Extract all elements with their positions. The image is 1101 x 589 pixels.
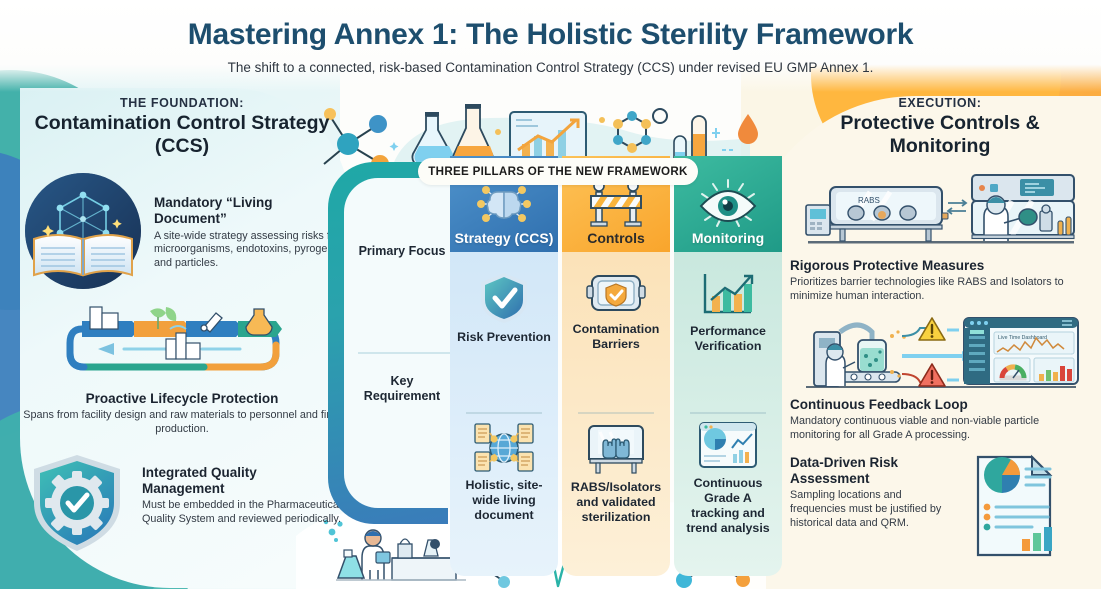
pillar-controls-body: Contamination Barriers — [562, 252, 670, 576]
water-drop-icon — [738, 114, 758, 144]
rabs-label: RABS — [858, 196, 880, 205]
left-column-heading: Contamination Control Strategy (CCS) — [34, 112, 330, 157]
header: Mastering Annex 1: The Holistic Sterilit… — [0, 0, 1101, 92]
right-item-1: RABS — [790, 165, 1090, 304]
row-label-key-requirement: Key Requirement — [363, 374, 441, 403]
left-column: THE FOUNDATION: Contamination Control St… — [22, 96, 342, 555]
pillar-monitoring-divider — [690, 412, 766, 414]
warning-triangle-yellow — [918, 317, 946, 341]
pillar-strategy-primary-focus: Risk Prevention — [456, 270, 552, 410]
pillar-controls-primary-focus: Contamination Barriers — [568, 270, 664, 410]
pillar-monitoring-key-requirement: Continuous Grade A tracking and trend an… — [680, 420, 776, 560]
globe-documents-icon — [474, 423, 534, 472]
pillar-monitoring-key-requirement-label: Continuous Grade A tracking and trend an… — [686, 476, 770, 535]
pillars-grid: Strategy (CCS) Risk Prevention — [450, 156, 782, 576]
left-item-2: Proactive Lifecycle Protection Spans fro… — [22, 303, 342, 437]
left-item-1-title: Mandatory “Living Document” — [154, 195, 273, 227]
pillar-strategy[interactable]: Strategy (CCS) Risk Prevention — [450, 156, 558, 576]
right-item-3: Data-Driven Risk Assessment Sampling loc… — [790, 453, 1090, 559]
barrier-icon — [590, 180, 642, 227]
rabs-isolator-icon: RABS — [796, 165, 1090, 255]
warning-triangle-red — [918, 363, 946, 387]
left-item-1-body: A site-wide strategy assessing risks for… — [154, 229, 342, 270]
pillar-controls-key-requirement-label: RABS/Isolators and validated sterilizati… — [570, 480, 662, 524]
pillar-strategy-body: Risk Prevention — [450, 252, 558, 576]
pillars-banner-label: THREE PILLARS OF THE NEW FRAMEWORK — [428, 165, 688, 178]
right-item-3-body: Sampling locations and frequencies must … — [790, 489, 942, 529]
brain-network-icon — [477, 186, 531, 222]
right-item-3-title: Data-Driven Risk Assessment — [790, 454, 899, 487]
report-pie-chart-icon — [968, 453, 1060, 559]
bar-chart-trend-icon — [703, 274, 754, 314]
dashboard-label: Live Time Dashboard — [998, 335, 1047, 341]
center-pillars-section: Primary Focus Key Requirement THREE PILL… — [318, 96, 788, 589]
pillar-strategy-key-requirement-label: Holistic, site-wide living document — [465, 478, 543, 522]
pillar-monitoring-name: Monitoring — [691, 230, 765, 246]
pillar-strategy-primary-focus-label: Risk Prevention — [457, 330, 551, 344]
pillars-row-labels: Primary Focus Key Requirement — [354, 192, 450, 498]
open-book-network-icon — [22, 171, 144, 291]
row-label-primary-focus: Primary Focus — [358, 244, 446, 258]
dashboard-analytics-icon — [699, 422, 757, 468]
right-column-heading: Protective Controls & Monitoring — [840, 112, 1040, 157]
right-column-kicker: EXECUTION: — [898, 96, 982, 110]
pillar-strategy-divider — [466, 412, 542, 414]
pillar-monitoring-body: Performance Verification — [674, 252, 782, 576]
shield-gear-check-icon — [22, 451, 132, 555]
eye-icon — [699, 179, 757, 227]
scientist-lab-bench-icon — [323, 519, 466, 581]
right-item-2-title: Continuous Feedback Loop — [790, 397, 968, 413]
glovebox-hands-icon — [588, 425, 644, 474]
left-item-3-body: Must be embedded in the Pharmaceutical Q… — [142, 499, 342, 526]
pillar-controls[interactable]: Controls Contamination Barriers — [562, 156, 670, 576]
hexagon-molecule-icon — [613, 108, 668, 153]
isolator-shield-icon — [586, 275, 646, 311]
pillar-controls-name: Controls — [587, 230, 645, 246]
pillar-strategy-key-requirement: Holistic, site-wide living document — [456, 420, 552, 560]
left-item-2-title: Proactive Lifecycle Protection — [85, 391, 279, 407]
left-item-3-title: Integrated Quality Management — [142, 465, 257, 497]
pillar-controls-key-requirement: RABS/Isolators and validated sterilizati… — [568, 420, 664, 560]
feedback-loop-dashboard-icon: Live Time Dashboard — [796, 312, 1090, 394]
pillar-controls-primary-focus-label: Contamination Barriers — [572, 322, 660, 351]
right-item-1-title: Rigorous Protective Measures — [790, 258, 985, 274]
left-item-2-body: Spans from facility design and raw mater… — [23, 409, 341, 436]
left-item-3: Integrated Quality Management Must be em… — [22, 451, 342, 555]
page-subtitle: The shift to a connected, risk-based Con… — [227, 60, 874, 75]
pillar-strategy-name: Strategy (CCS) — [454, 230, 554, 246]
shield-check-icon — [481, 273, 527, 323]
growth-chart-icon — [509, 111, 587, 167]
right-column: EXECUTION: Protective Controls & Monitor… — [790, 96, 1090, 559]
page-title: Mastering Annex 1: The Holistic Sterilit… — [187, 18, 914, 51]
pillar-monitoring-primary-focus-label: Performance Verification — [690, 324, 766, 353]
pillar-monitoring-primary-focus: Performance Verification — [680, 270, 776, 410]
pillars-bracket-inner — [344, 178, 464, 508]
pillars-banner: THREE PILLARS OF THE NEW FRAMEWORK — [418, 158, 698, 185]
right-item-2-body: Mandatory continuous viable and non-viab… — [790, 415, 1040, 442]
pillar-monitoring[interactable]: Monitoring Perfor — [674, 156, 782, 576]
row-divider — [358, 352, 450, 354]
lifecycle-loop-icon — [54, 303, 342, 387]
right-item-2: Live Time Dashboard Continuous — [790, 312, 1090, 443]
left-item-1: Mandatory “Living Document” A site-wide … — [22, 171, 342, 291]
pillar-controls-divider — [578, 412, 654, 414]
left-column-kicker: THE FOUNDATION: — [119, 96, 245, 110]
right-item-1-body: Prioritizes barrier technologies like RA… — [790, 276, 1064, 303]
